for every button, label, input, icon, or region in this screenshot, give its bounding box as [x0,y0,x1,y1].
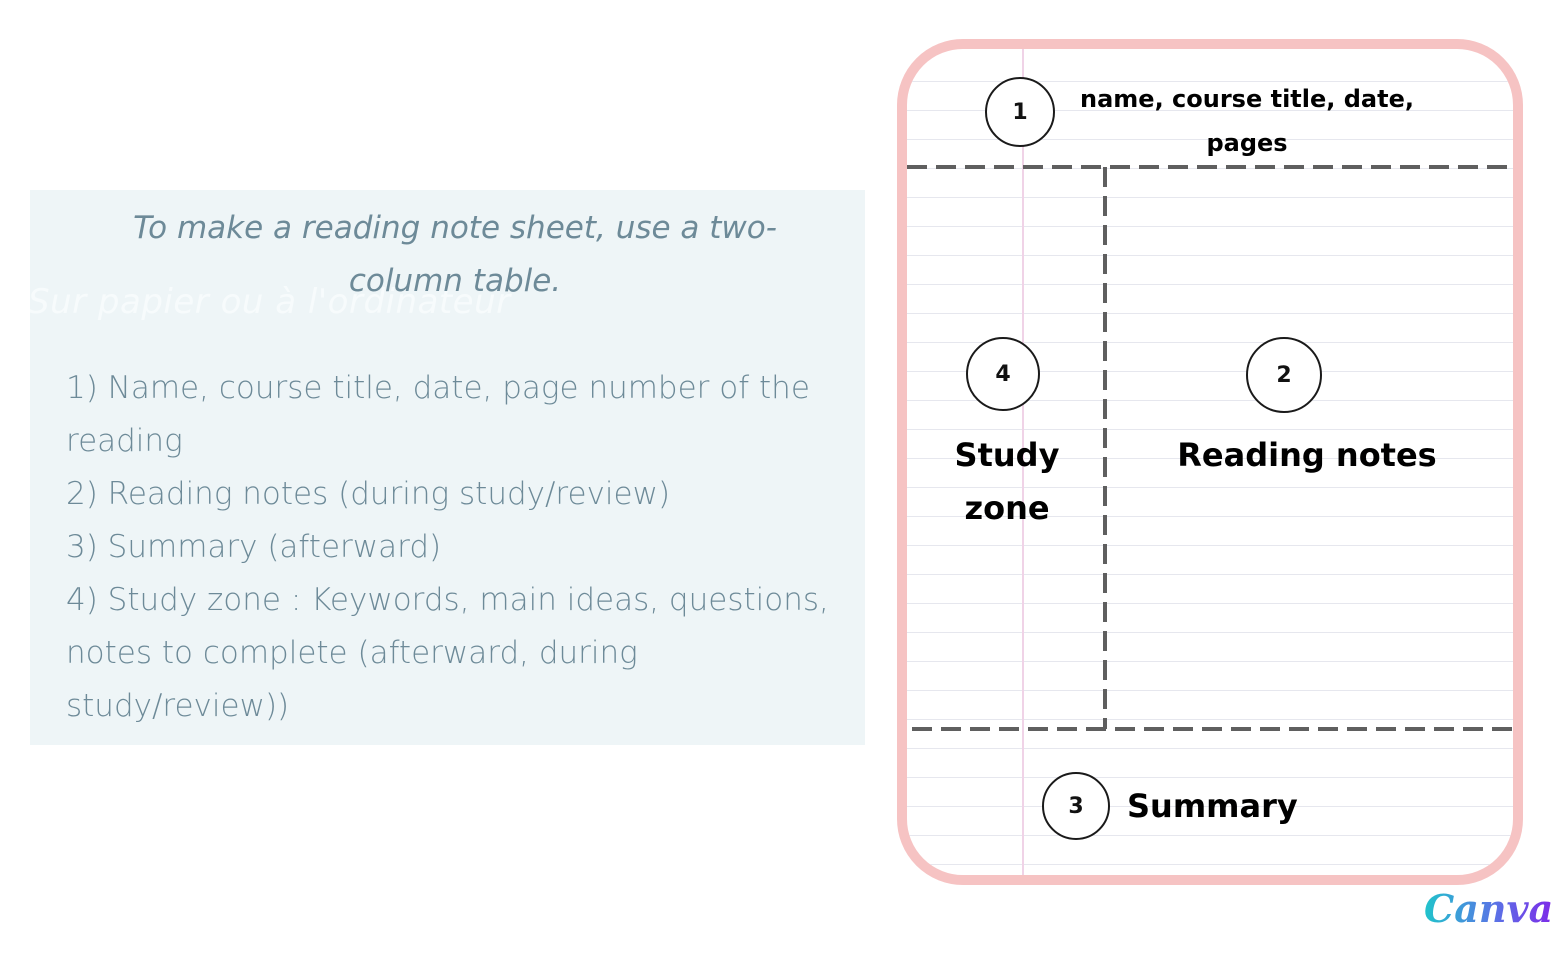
zone-4-number-badge: 4 [966,337,1040,411]
step-item: 3) Summary (afterward) [66,529,442,565]
step-item: 1) Name, course title, date, page number… [66,370,810,459]
canva-logo: Canva [1424,886,1554,931]
intro-text: To make a reading note sheet, use a two-… [133,210,777,299]
zone-4-label: Study zone [954,436,1060,527]
zone-1-number-badge: 1 [985,77,1055,147]
zone-2-number-badge: 2 [1246,337,1322,413]
zone-3-label: Summary [1127,787,1298,825]
zone-2-label: Reading notes [1177,436,1437,474]
instructions-panel: Sur papier ou à l'ordinateur To make a r… [30,190,865,745]
dashed-dividers [907,165,1513,731]
steps-list: 1) Name, course title, date, page number… [66,362,856,733]
margin-line [1022,49,1024,875]
step-item: 2) Reading notes (during study/review) [66,476,671,512]
step-item: 4) Study zone : Keywords, main ideas, qu… [66,582,829,724]
zone-3-number-badge: 3 [1042,772,1110,840]
zone-1-label: name, course title, date, pages [1080,85,1414,157]
ruled-lines [907,49,1513,875]
note-sheet-diagram: 1 name, course title, date, pages 4 Stud… [897,39,1523,885]
ghost-subtitle: Sur papier ou à l'ordinateur [30,282,511,322]
